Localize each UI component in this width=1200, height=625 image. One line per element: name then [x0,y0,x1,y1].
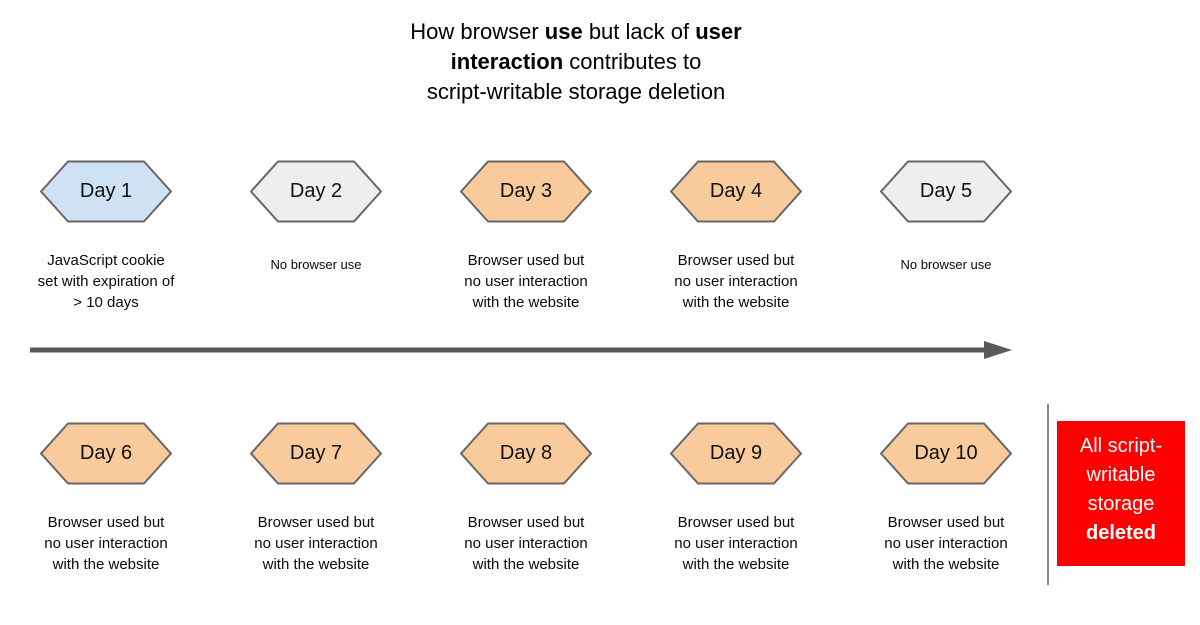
divider-line [1047,404,1049,585]
day-label: Day 7 [289,442,343,464]
day-hexagon: Day 7 [249,422,383,485]
day-card-1: Day 1 JavaScript cookie set with expirat… [6,160,206,313]
day-card-7: Day 7 Browser used but no user interacti… [216,422,416,575]
day-hexagon: Day 4 [669,160,803,223]
deletion-box-bold-text: deleted [1085,522,1157,544]
day-label: Day 5 [919,180,973,202]
day-label: Day 6 [79,442,133,464]
day-description: Browser used but no user interaction wit… [674,514,798,573]
title-bold-use: use [544,19,583,44]
day-description: No browser use [270,257,362,272]
title-text: contributes to [563,49,702,74]
day-label: Day 9 [709,442,763,464]
day-card-5: Day 5 No browser use [846,160,1046,275]
day-description: Browser used but no user interaction wit… [884,514,1008,573]
day-hexagon: Day 1 [39,160,173,223]
day-card-3: Day 3 Browser used but no user interacti… [426,160,626,313]
day-label: Day 10 [914,442,978,464]
day-card-10: Day 10 Browser used but no user interact… [846,422,1046,575]
day-description: Browser used but no user interaction wit… [464,252,588,311]
day-description: JavaScript cookie set with expiration of… [37,252,175,311]
day-hexagon: Day 9 [669,422,803,485]
day-label: Day 3 [499,180,553,202]
day-card-8: Day 8 Browser used but no user interacti… [426,422,626,575]
diagram-title: How browser use but lack of user interac… [0,17,1152,107]
day-label: Day 8 [499,442,553,464]
day-hexagon: Day 5 [879,160,1013,223]
title-bold-user: user [695,19,742,44]
title-bold-interaction: interaction [450,49,564,74]
day-card-9: Day 9 Browser used but no user interacti… [636,422,836,575]
day-label: Day 1 [79,180,133,202]
day-hexagon: Day 3 [459,160,593,223]
title-text: script-writable storage deletion [426,79,726,104]
timeline-arrow [30,341,1012,359]
day-hexagon: Day 8 [459,422,593,485]
day-hexagon: Day 10 [879,422,1013,485]
day-description: Browser used but no user interaction wit… [464,514,588,573]
deletion-box: All script- writable storage deleted [1057,421,1185,566]
day-hexagon: Day 6 [39,422,173,485]
title-line-3: script-writable storage deletion [0,77,1152,107]
day-description: Browser used but no user interaction wit… [44,514,168,573]
day-label: Day 2 [289,180,343,202]
day-label: Day 4 [709,180,763,202]
title-text: How browser [410,19,545,44]
deletion-box-text: All script- writable storage [1079,435,1163,515]
day-card-4: Day 4 Browser used but no user interacti… [636,160,836,313]
day-description: No browser use [900,257,992,272]
day-hexagon: Day 2 [249,160,383,223]
title-line-2: interaction contributes to [0,47,1152,77]
day-description: Browser used but no user interaction wit… [674,252,798,311]
day-card-2: Day 2 No browser use [216,160,416,275]
day-card-6: Day 6 Browser used but no user interacti… [6,422,206,575]
title-line-1: How browser use but lack of user [0,17,1152,47]
title-text: but lack of [582,19,696,44]
day-description: Browser used but no user interaction wit… [254,514,378,573]
